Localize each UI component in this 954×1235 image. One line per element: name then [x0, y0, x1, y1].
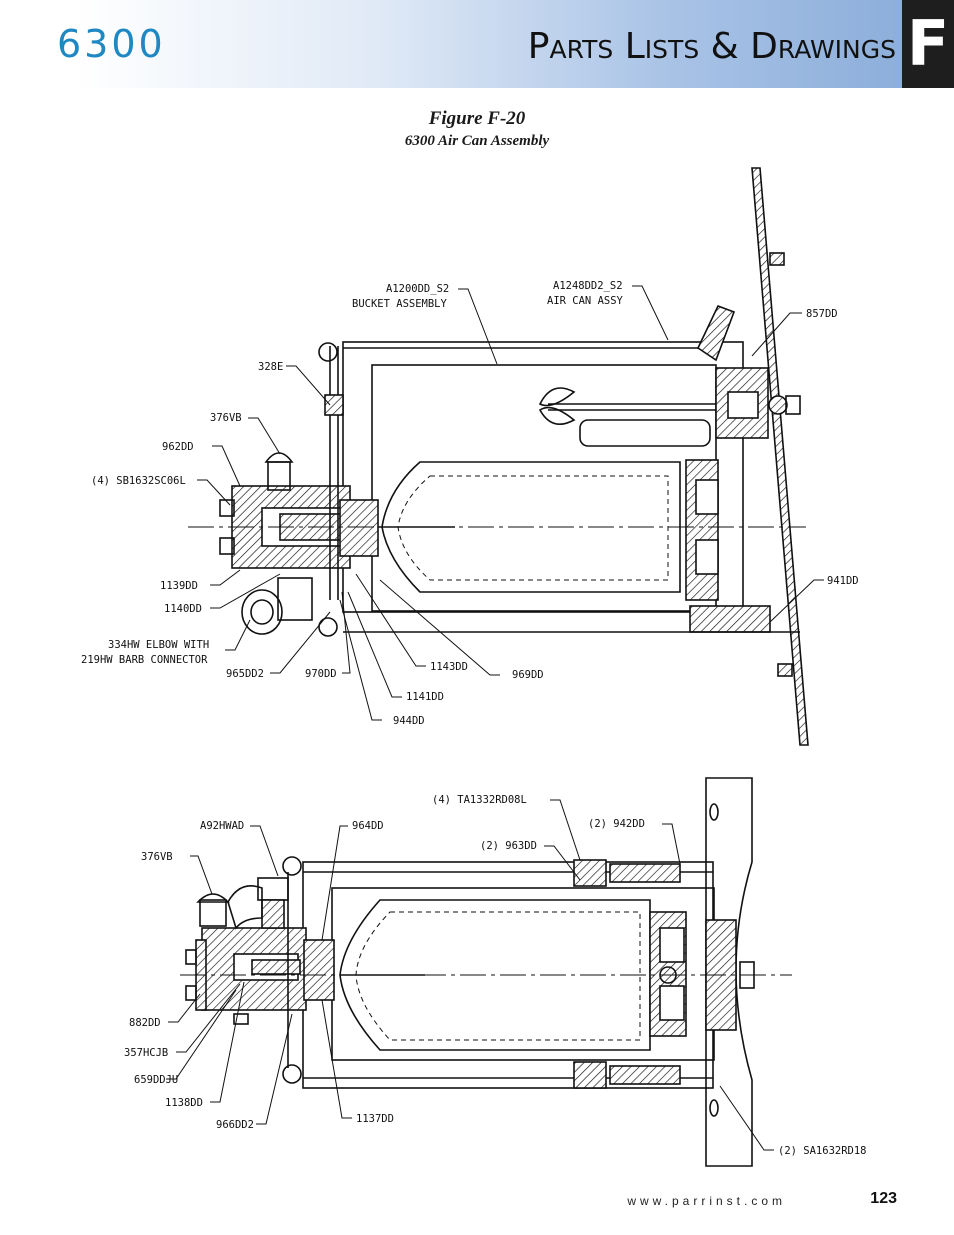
callout-357hcjb: 357HCJB — [124, 1047, 168, 1059]
mounting-plate — [751, 167, 809, 746]
callout-962dd: 962DD — [162, 441, 194, 453]
callout-970dd: 970DD — [305, 668, 337, 680]
callout-219hw: 219HW BARB CONNECTOR — [81, 654, 208, 666]
callout-659ddju: 659DDJU — [134, 1074, 178, 1086]
base-ring — [689, 605, 771, 633]
callout-1143dd: 1143DD — [430, 661, 468, 673]
callout-376vb: 376VB — [210, 412, 242, 424]
bottom-labels: (4) TA1332RD08L A92HWAD 964DD (2) 942DD … — [124, 794, 867, 1157]
callout-1138dd: 1138DD — [165, 1097, 203, 1109]
callout-942dd: (2) 942DD — [588, 818, 645, 830]
footer-url[interactable]: www.parrinst.com — [627, 1194, 786, 1208]
callout-334hw: 334HW ELBOW WITH — [108, 639, 209, 651]
callout-1141dd: 1141DD — [406, 691, 444, 703]
callout-a1200dd: A1200DD_S2 — [386, 283, 449, 295]
callout-1139dd: 1139DD — [160, 580, 198, 592]
callout-ta1332: (4) TA1332RD08L — [432, 794, 527, 806]
callout-963dd: (2) 963DD — [480, 840, 537, 852]
callout-bucket-assembly: BUCKET ASSEMBLY — [352, 298, 448, 310]
callout-376vb-bottom: 376VB — [141, 851, 173, 863]
fitting — [696, 304, 736, 362]
model-number: 6300 — [57, 22, 166, 66]
callout-941dd: 941DD — [827, 575, 859, 587]
callout-944dd: 944DD — [393, 715, 425, 727]
elbow — [241, 589, 283, 635]
stud — [769, 252, 785, 266]
callout-1137dd: 1137DD — [356, 1113, 394, 1125]
top-drawing — [188, 167, 809, 746]
callout-sb1632: (4) SB1632SC06L — [91, 475, 186, 487]
callout-969dd: 969DD — [512, 669, 544, 681]
callout-328e: 328E — [258, 361, 283, 373]
top-leaders — [197, 285, 824, 721]
callout-882dd: 882DD — [129, 1017, 161, 1029]
callout-a1248dd2: A1248DD2_S2 — [553, 280, 623, 292]
callout-965dd2: 965DD2 — [226, 668, 264, 680]
top-labels: A1200DD_S2 BUCKET ASSEMBLY A1248DD2_S2 A… — [81, 280, 859, 727]
page-header: 6300 Parts Lists & Drawings F — [0, 0, 954, 88]
figure-subtitle: 6300 Air Can Assembly — [404, 133, 550, 149]
bomb-outline — [339, 899, 651, 1051]
bolt — [573, 859, 607, 887]
section-title: Parts Lists & Drawings — [527, 26, 896, 67]
callout-1140dd: 1140DD — [164, 603, 202, 615]
relief-valve — [199, 899, 227, 927]
bottom-leaders — [166, 799, 774, 1151]
callout-sa1632: (2) SA1632RD18 — [778, 1145, 867, 1157]
bolt — [573, 1061, 607, 1089]
callout-air-can-assy: AIR CAN ASSY — [547, 295, 624, 307]
figure-title: Figure F-20 — [428, 108, 526, 129]
section-tab: F — [902, 0, 954, 88]
air-can-body — [342, 341, 744, 613]
page-number: 123 — [870, 1190, 897, 1207]
callout-964dd: 964DD — [352, 820, 384, 832]
stud — [777, 663, 793, 677]
callout-966dd2: 966DD2 — [216, 1119, 254, 1131]
callout-a92hwad: A92HWAD — [200, 820, 244, 832]
bomb-outline — [381, 461, 681, 593]
callout-857dd: 857DD — [806, 308, 838, 320]
bottom-drawing — [180, 777, 792, 1167]
